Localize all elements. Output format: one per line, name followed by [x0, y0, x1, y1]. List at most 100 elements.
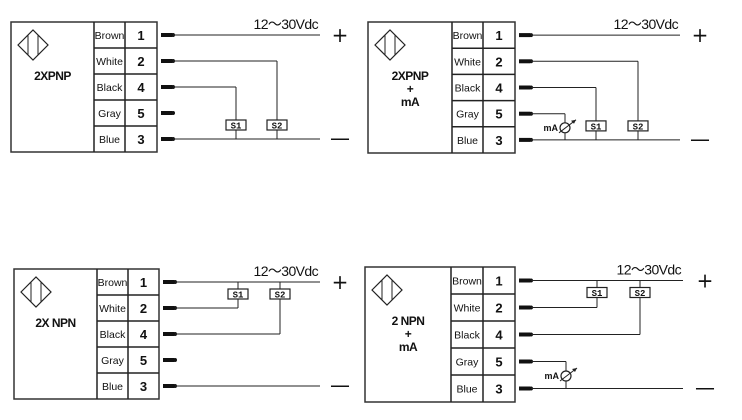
plus-terminal-label: + [692, 23, 709, 47]
connector-pin-icon [163, 306, 174, 310]
switch-s1-label: S1 [592, 289, 603, 299]
switch-s2-label: S2 [275, 291, 286, 301]
switch-s1-label: S1 [591, 122, 602, 132]
wire-color-label: Black [454, 330, 480, 342]
connector-pin-icon [519, 359, 530, 364]
connector-pin-icon [161, 137, 172, 141]
connector-pin-icon [519, 137, 530, 142]
sensor-type-label: mA [401, 95, 420, 109]
sensor-type-label: + [405, 327, 412, 341]
ammeter-label: mA [544, 371, 559, 381]
terminal-number: 4 [495, 328, 503, 343]
sensor-type-label: 2X NPN [35, 316, 75, 330]
switch-s1-label: S1 [231, 122, 242, 132]
connector-pin-icon [163, 358, 174, 362]
connector-pin-icon [161, 85, 172, 89]
connector-pin-tip [173, 358, 177, 362]
terminal-number: 4 [137, 80, 145, 95]
wire-color-label: White [454, 56, 481, 68]
connector-pin-icon [161, 59, 172, 63]
wire-color-label: White [454, 303, 481, 315]
connector-pin-icon [519, 305, 530, 310]
terminal-number: 4 [140, 327, 148, 342]
switch-s2-box [629, 286, 651, 299]
wire-color-label: Brown [98, 277, 128, 289]
connector-pin-icon [163, 332, 174, 336]
connector-pin-icon [519, 332, 530, 337]
connector-pin-tip [171, 111, 175, 115]
switch-s2-label: S2 [272, 122, 283, 132]
sensor-box [10, 21, 158, 153]
wire-color-label: Brown [453, 30, 483, 42]
wire-color-label: White [99, 303, 126, 315]
wire-color-label: Blue [457, 135, 478, 147]
terminal-number: 1 [137, 28, 144, 43]
ammeter-label: mA [543, 123, 558, 133]
terminal-number: 5 [495, 355, 502, 370]
terminal-number: 5 [137, 106, 144, 121]
wire-color-label: Blue [456, 384, 477, 396]
wire-color-label: Black [100, 329, 126, 341]
voltage-label: 12～30Vdc [617, 262, 682, 278]
wire-color-label: Gray [456, 357, 480, 369]
terminal-number: 2 [137, 54, 144, 69]
terminal-number: 2 [495, 301, 502, 316]
terminal-number: 5 [140, 353, 147, 368]
switch-s1-box [585, 120, 607, 132]
connector-pin-icon [519, 111, 530, 116]
wire-color-label: Blue [99, 134, 120, 146]
plus-terminal-label: + [332, 270, 349, 294]
wire-color-label: Gray [456, 109, 480, 121]
connector-pin-icon [163, 384, 174, 388]
switch-s2-box [627, 120, 649, 132]
terminal-number: 3 [495, 382, 502, 397]
wire-color-label: White [96, 56, 123, 68]
voltage-label: 12～30Vdc [254, 263, 319, 279]
sensor-type-label: 2 NPN [392, 314, 425, 328]
ammeter-arrowhead-icon [571, 119, 576, 124]
switch-s2-box [269, 288, 291, 300]
sensor-type-label: 2XPNP [392, 69, 429, 83]
terminal-number: 5 [495, 107, 502, 122]
sensor-box [367, 21, 516, 154]
terminal-number: 2 [495, 54, 502, 69]
sensor-box [364, 266, 516, 403]
terminal-number: 1 [495, 28, 502, 43]
minus-terminal-label: — [330, 126, 350, 150]
wire-color-label: Brown [95, 30, 125, 42]
sensor-box [13, 268, 160, 400]
switch-s1-box [227, 288, 249, 300]
terminal-number: 2 [140, 301, 147, 316]
terminal-number: 3 [137, 132, 144, 147]
switch-s1-label: S1 [233, 291, 244, 301]
terminal-number: 1 [140, 275, 147, 290]
connector-pin-icon [519, 386, 530, 391]
sensor-type-label: mA [399, 340, 418, 354]
terminal-number: 3 [140, 379, 147, 394]
connector-pin-icon [519, 33, 530, 38]
wire-color-label: Brown [452, 276, 482, 288]
ammeter-arrowhead-icon [572, 368, 577, 372]
connector-pin-icon [519, 278, 530, 283]
switch-s2-box [266, 119, 288, 131]
switch-s1-box [225, 119, 247, 131]
terminal-number: 1 [495, 274, 502, 289]
switch-s1-box [586, 286, 608, 299]
connector-pin-icon [161, 33, 172, 37]
connector-pin-icon [519, 59, 530, 64]
wire-color-label: Blue [102, 381, 123, 393]
minus-terminal-label: — [690, 127, 710, 151]
terminal-number: 4 [495, 81, 503, 96]
wire-color-label: Black [455, 83, 481, 95]
plus-terminal-label: + [697, 269, 714, 293]
minus-terminal-label: — [695, 376, 715, 400]
switch-s2-label: S2 [635, 289, 646, 299]
minus-terminal-label: — [330, 373, 350, 397]
wire-color-label: Black [97, 82, 123, 94]
connector-pin-icon [519, 85, 530, 90]
